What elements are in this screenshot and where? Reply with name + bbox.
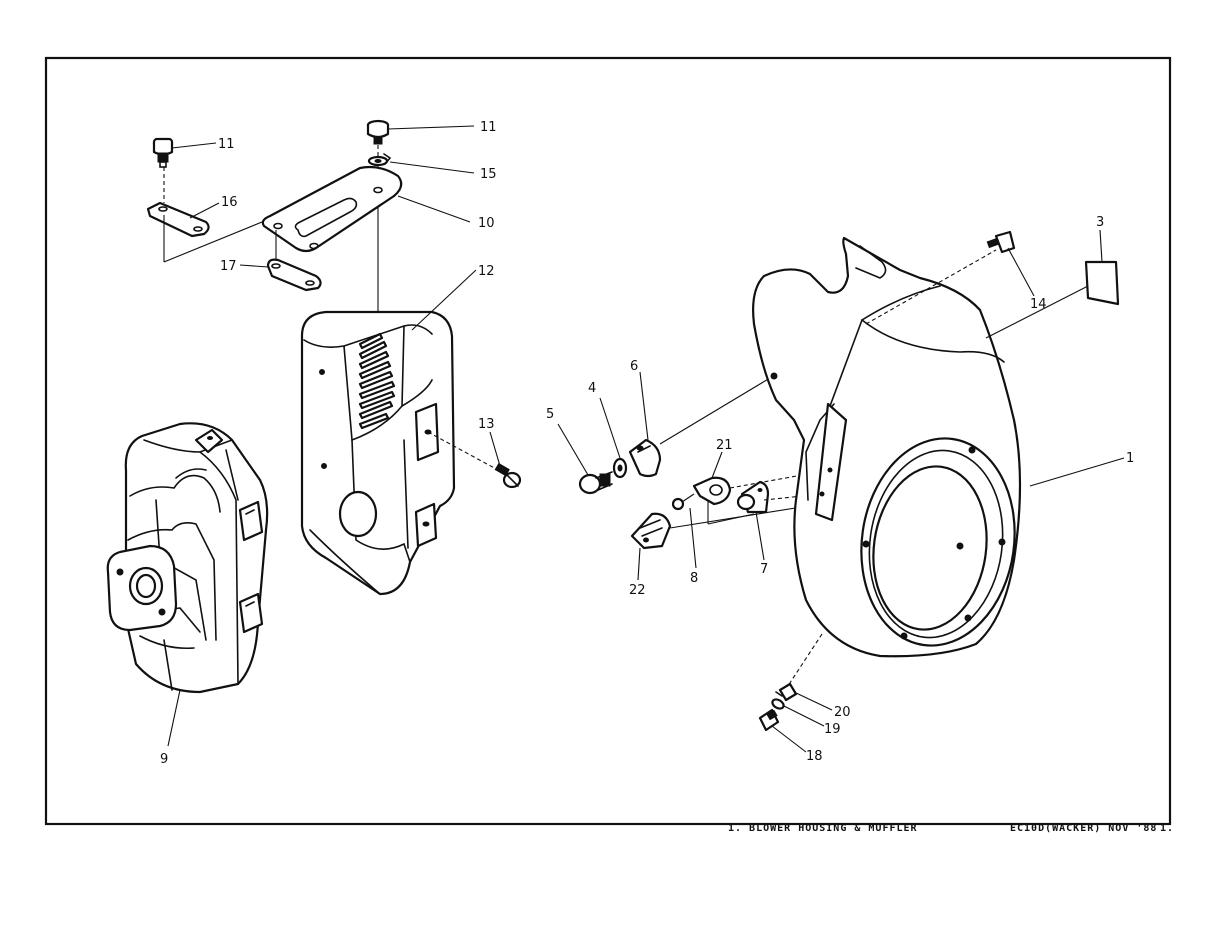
callout-5: 5 [546, 407, 554, 422]
washer-19 [771, 698, 785, 710]
callout-3: 3 [1096, 215, 1104, 230]
callout-13: 13 [478, 417, 495, 432]
callout-12: 12 [478, 264, 495, 279]
callout-6: 6 [630, 359, 638, 374]
clip-22 [630, 512, 672, 550]
diagram-frame [44, 56, 1172, 826]
clip-6 [628, 438, 662, 478]
callout-8: 8 [690, 571, 698, 586]
bracket-10 [261, 165, 403, 253]
knob-11-right [366, 119, 390, 145]
callout-17: 17 [220, 259, 237, 274]
callout-19: 19 [824, 722, 841, 737]
blower-housing-1 [752, 236, 1022, 658]
bracket-7 [736, 480, 770, 514]
clamp-21 [692, 476, 732, 506]
callout-16: 16 [221, 195, 238, 210]
callout-4: 4 [588, 381, 596, 396]
muffler-cover-12 [300, 310, 456, 596]
callout-21: 21 [716, 438, 733, 453]
washer-15 [367, 153, 392, 167]
callout-1: 1 [1126, 451, 1134, 466]
plate-16 [146, 201, 210, 238]
model-code: EC10D(WACKER) NOV '88 [1010, 823, 1158, 834]
callout-15: 15 [480, 167, 497, 182]
bolt-11-left [152, 137, 174, 168]
callout-18: 18 [806, 749, 823, 764]
callout-11-right: 11 [480, 120, 497, 135]
bolt-5 [578, 471, 613, 495]
bolt-18 [758, 708, 780, 732]
callout-9: 9 [160, 752, 168, 767]
bolt-13 [494, 462, 522, 489]
plate-17 [266, 258, 322, 292]
washer-4 [612, 457, 628, 479]
screw-8 [671, 497, 685, 511]
callout-20: 20 [834, 705, 851, 720]
callout-labels: 11 11 15 16 10 17 12 13 9 5 4 6 21 22 8 … [160, 120, 1134, 767]
callout-10: 10 [478, 216, 495, 231]
callout-14: 14 [1030, 297, 1047, 312]
callout-11-left: 11 [218, 137, 235, 152]
callout-22: 22 [629, 583, 646, 598]
callout-7: 7 [760, 562, 768, 577]
figure-caption: 1. BLOWER HOUSING & MUFFLER [728, 823, 918, 834]
muffler-louvers [358, 332, 396, 430]
bolt-14 [986, 230, 1016, 254]
page-number: 1. [1160, 823, 1175, 834]
muffler-body-9 [106, 422, 269, 694]
screw-20 [775, 682, 798, 702]
label-3 [1084, 260, 1120, 306]
